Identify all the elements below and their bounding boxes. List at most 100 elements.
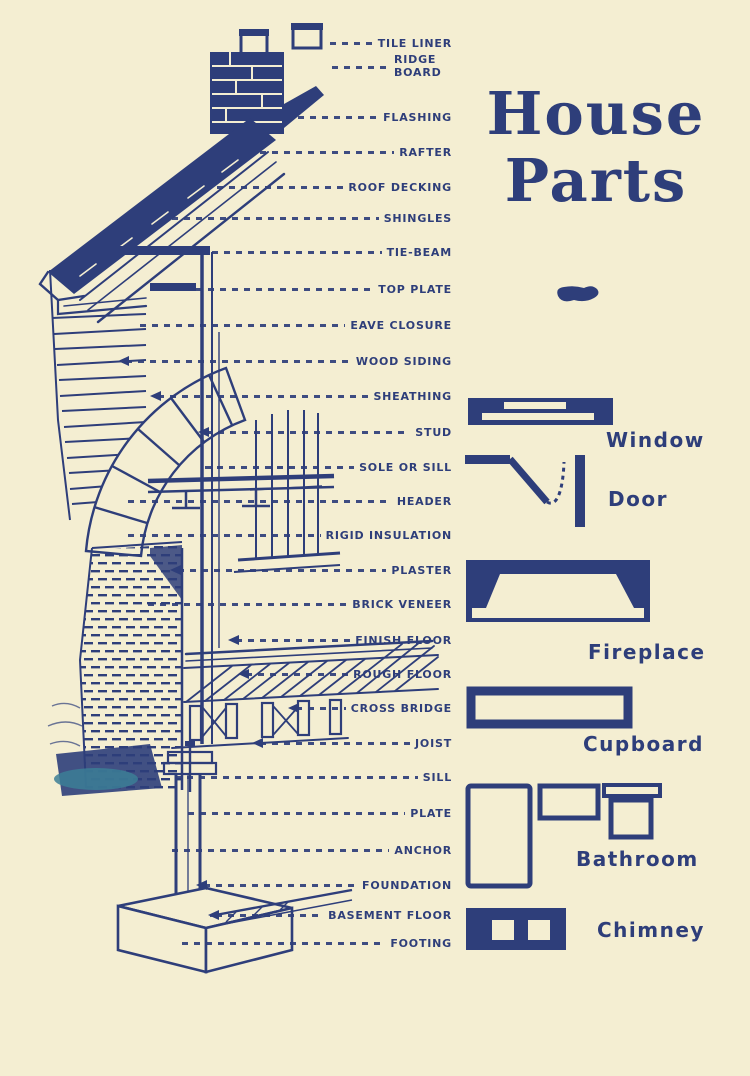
- leader-line: [92, 250, 382, 254]
- part-label-eave-closure: EAVE CLOSURE: [140, 318, 452, 332]
- part-label-top-plate: TOP PLATE: [160, 282, 452, 296]
- part-label-text: CROSS BRIDGE: [350, 701, 452, 715]
- ink-mark: [557, 286, 599, 302]
- leader-line: [126, 359, 351, 363]
- part-label-text: TILE LINER: [377, 36, 452, 50]
- fireplace-symbol: [466, 560, 650, 622]
- leader-line: [172, 848, 390, 852]
- leader-line: [260, 741, 411, 745]
- poster-title-line1: House: [486, 79, 706, 148]
- arrowhead: [118, 356, 129, 366]
- part-label-joist: JOIST: [252, 736, 452, 750]
- arrowhead: [228, 635, 239, 645]
- part-label-text: RIGID INSULATION: [325, 528, 452, 542]
- part-label-tile-liner: TILE LINER: [330, 36, 452, 50]
- part-label-text: EAVE CLOSURE: [350, 318, 452, 332]
- part-label-text: TIE-BEAM: [386, 245, 452, 259]
- part-label-text: BRICK VENEER: [352, 597, 452, 611]
- leader-line: [296, 706, 346, 710]
- part-label-text: FINISH FLOOR: [355, 633, 452, 647]
- part-label-text: HEADER: [396, 494, 452, 508]
- leader-line: [205, 185, 344, 189]
- part-label-brick-veneer: BRICK VENEER: [148, 597, 452, 611]
- part-label-plate: PLATE: [188, 806, 452, 820]
- arrowhead: [208, 910, 219, 920]
- arrowhead: [198, 427, 209, 437]
- part-label-text: FLASHING: [383, 110, 452, 124]
- part-label-flashing: FLASHING: [262, 110, 452, 124]
- sill-plate-anchor-shapes: [162, 741, 218, 792]
- leader-line: [175, 775, 418, 779]
- arrowhead: [288, 703, 299, 713]
- toilet-tank-shape: [602, 783, 662, 798]
- part-label-tie-beam: TIE-BEAM: [92, 245, 452, 259]
- part-label-foundation: FOUNDATION: [196, 878, 452, 892]
- leader-line: [332, 65, 389, 69]
- toilet-bowl-shape: [608, 797, 654, 840]
- leader-line: [246, 672, 349, 676]
- poster-title: House Parts: [446, 80, 746, 215]
- part-label-text: FOUNDATION: [362, 878, 452, 892]
- top-plate-shape: [150, 283, 196, 291]
- leader-line: [128, 533, 321, 537]
- leader-line: [206, 430, 411, 434]
- part-label-text: STUD: [415, 425, 452, 439]
- leader-line: [160, 287, 374, 291]
- footing-shape: [116, 886, 294, 974]
- part-label-text: SOLE OR SILL: [359, 460, 452, 474]
- leader-line: [330, 41, 373, 45]
- leader-line: [188, 811, 406, 815]
- part-label-text: WOOD SIDING: [355, 354, 452, 368]
- part-label-sole-or-sill: SOLE OR SILL: [205, 460, 452, 474]
- cupboard-symbol: [466, 686, 633, 729]
- legend-label-window: Window: [606, 428, 705, 452]
- arch-window-shape: [84, 366, 341, 573]
- part-label-wood-siding: WOOD SIDING: [118, 354, 452, 368]
- leader-line: [205, 465, 355, 469]
- part-label-text: RAFTER: [399, 145, 452, 159]
- legend-label-bathroom: Bathroom: [576, 847, 699, 871]
- part-label-text: ROUGH FLOOR: [353, 667, 452, 681]
- floor-shapes: [171, 639, 439, 749]
- arrowhead: [252, 738, 263, 748]
- poster-title-line2: Parts: [504, 146, 688, 216]
- part-label-text: JOIST: [415, 736, 452, 750]
- part-label-text: BASEMENT FLOOR: [328, 908, 452, 922]
- part-label-cross-bridge: CROSS BRIDGE: [288, 701, 452, 715]
- leader-line: [148, 602, 348, 606]
- leader-line: [262, 115, 379, 119]
- door-symbol: [465, 455, 585, 527]
- arrowhead: [196, 880, 207, 890]
- part-label-text: ANCHOR: [394, 843, 452, 857]
- leader-line: [172, 216, 379, 220]
- part-label-text: PLASTER: [391, 563, 452, 577]
- leader-line: [236, 638, 351, 642]
- part-label-text: RIDGE BOARD: [394, 53, 442, 79]
- part-label-text: TOP PLATE: [378, 282, 452, 296]
- leader-line: [182, 941, 386, 945]
- part-label-header: HEADER: [128, 494, 452, 508]
- part-label-sill: SILL: [175, 770, 452, 784]
- leader-line: [128, 499, 392, 503]
- part-label-sheathing: SHEATHING: [150, 389, 452, 403]
- part-label-stud: STUD: [198, 425, 452, 439]
- part-label-basement-floor: BASEMENT FLOOR: [208, 908, 452, 922]
- legend-label-chimney: Chimney: [597, 918, 705, 942]
- legend-label-cupboard: Cupboard: [583, 732, 704, 756]
- part-label-plaster: PLASTER: [170, 563, 452, 577]
- part-label-text: SHINGLES: [383, 211, 452, 225]
- part-label-rafter: RAFTER: [248, 145, 452, 159]
- leader-line: [248, 150, 395, 154]
- legend-label-fireplace: Fireplace: [588, 640, 706, 664]
- part-label-anchor: ANCHOR: [172, 843, 452, 857]
- leader-line: [204, 883, 358, 887]
- house-cross-section-art: [38, 23, 439, 974]
- part-label-finish-floor: FINISH FLOOR: [228, 633, 452, 647]
- part-label-text: FOOTING: [390, 936, 452, 950]
- arrowhead: [238, 669, 249, 679]
- arrowhead: [170, 565, 181, 575]
- part-label-text: ROOF DECKING: [348, 180, 452, 194]
- bathtub-shape: [465, 783, 533, 889]
- sink-shape: [537, 783, 601, 821]
